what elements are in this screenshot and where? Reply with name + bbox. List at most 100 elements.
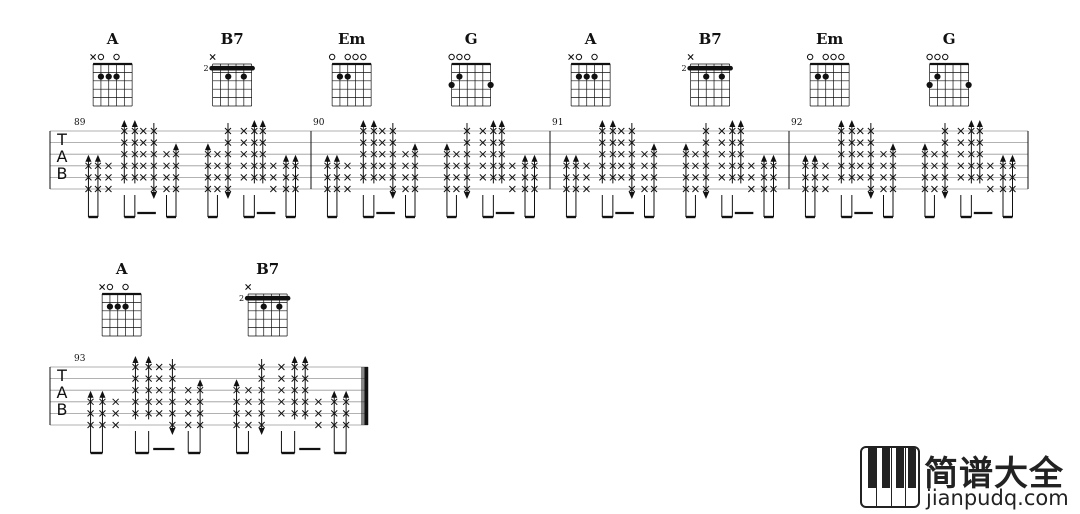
strum-note-x bbox=[330, 398, 338, 406]
strum-note-x bbox=[131, 150, 139, 158]
strum-up-arrow bbox=[291, 356, 298, 363]
strum-note-x bbox=[999, 185, 1007, 193]
strum-up-arrow bbox=[94, 154, 101, 162]
strum-note-x bbox=[628, 162, 636, 170]
chord-finger-dot bbox=[113, 73, 120, 80]
strum-note-x bbox=[531, 185, 538, 193]
strum-up-arrow bbox=[682, 143, 689, 151]
strum-up-arrow bbox=[360, 120, 367, 127]
strum-up-arrow bbox=[99, 390, 106, 398]
strum-note-x bbox=[976, 174, 984, 181]
strum-note-x bbox=[702, 174, 710, 181]
strum-down-arrow bbox=[169, 428, 176, 435]
chord-finger-dot bbox=[97, 73, 105, 80]
strum-group bbox=[921, 120, 1016, 219]
strum-note-x bbox=[443, 185, 451, 193]
muted-note-x bbox=[269, 174, 277, 181]
strum-up-arrow bbox=[838, 120, 845, 127]
muted-note-x bbox=[214, 185, 221, 193]
strum-note-x bbox=[301, 386, 309, 394]
open-string-marker bbox=[456, 53, 463, 61]
strum-note-x bbox=[132, 363, 139, 371]
open-string-marker bbox=[822, 53, 829, 61]
chord-finger-dot bbox=[276, 303, 283, 310]
strum-note-x bbox=[802, 162, 809, 170]
muted-note-x bbox=[822, 174, 829, 181]
chord-diagram-g: G bbox=[448, 30, 494, 107]
tab-clef-letter-b: B bbox=[57, 164, 68, 183]
strum-note-x bbox=[120, 162, 128, 170]
muted-note-x bbox=[278, 363, 285, 371]
chord-finger-dot bbox=[105, 73, 112, 80]
strum-up-arrow bbox=[802, 154, 809, 162]
strum-up-arrow bbox=[522, 154, 529, 162]
strum-up-arrow bbox=[968, 120, 975, 127]
muted-note-x bbox=[402, 150, 409, 158]
strum-up-arrow bbox=[811, 154, 818, 162]
strum-note-x bbox=[370, 139, 378, 146]
muted-note-x bbox=[986, 162, 994, 170]
strum-note-x bbox=[682, 185, 690, 193]
chord-finger-dot bbox=[344, 73, 351, 80]
strum-note-x bbox=[120, 139, 128, 146]
strum-up-arrow bbox=[283, 154, 290, 162]
strum-up-arrow bbox=[890, 143, 897, 151]
strum-note-x bbox=[848, 139, 856, 146]
strum-note-x bbox=[359, 150, 367, 158]
muted-note-x bbox=[240, 139, 248, 146]
open-string-marker bbox=[838, 53, 845, 61]
strum-note-x bbox=[848, 162, 856, 170]
muted-note-x bbox=[508, 162, 516, 170]
muted-note-x bbox=[378, 150, 386, 158]
strum-note-x bbox=[941, 127, 949, 135]
muted-note-x bbox=[344, 162, 351, 170]
strum-up-arrow bbox=[131, 120, 138, 127]
strum-up-arrow bbox=[87, 390, 94, 398]
strum-note-x bbox=[282, 174, 290, 181]
strum-note-x bbox=[282, 185, 290, 193]
strum-note-x bbox=[490, 150, 497, 158]
muted-note-x bbox=[931, 162, 938, 170]
strum-up-arrow bbox=[443, 143, 450, 151]
strum-note-x bbox=[968, 174, 975, 181]
strum-note-x bbox=[291, 363, 298, 371]
muted-note-x bbox=[112, 398, 119, 406]
strum-note-x bbox=[291, 386, 298, 394]
muted-note-x bbox=[957, 150, 965, 158]
muted-note-x bbox=[139, 162, 147, 170]
strum-note-x bbox=[702, 127, 710, 135]
strum-note-x bbox=[196, 421, 204, 429]
strum-note-x bbox=[233, 421, 240, 429]
strum-note-x bbox=[737, 139, 745, 146]
site-logo: 简谱大全 jianpudq.com bbox=[860, 446, 1080, 512]
open-string-marker bbox=[806, 53, 814, 61]
strum-note-x bbox=[224, 174, 232, 181]
strum-note-x bbox=[120, 150, 128, 158]
muted-note-x bbox=[931, 174, 938, 181]
strum-note-x bbox=[301, 398, 309, 406]
open-string-marker bbox=[328, 53, 336, 61]
muted-note-x bbox=[184, 386, 192, 394]
muted-note-x bbox=[508, 174, 516, 181]
muted-note-x bbox=[402, 174, 409, 181]
muted-note-x bbox=[718, 127, 726, 135]
strum-note-x bbox=[132, 410, 139, 417]
muted-note-x bbox=[163, 174, 170, 181]
strum-group bbox=[324, 120, 419, 219]
muted-note-x bbox=[402, 185, 409, 193]
muted-note-x bbox=[479, 139, 487, 146]
muted-note-x bbox=[479, 162, 487, 170]
strum-note-x bbox=[650, 150, 658, 158]
muted-note-x bbox=[641, 185, 648, 193]
strum-up-arrow bbox=[761, 154, 768, 162]
strum-down-arrow bbox=[389, 192, 396, 199]
muted-note-x bbox=[641, 150, 648, 158]
strum-note-x bbox=[145, 363, 152, 371]
strum-note-x bbox=[443, 150, 451, 158]
strum-note-x bbox=[169, 410, 176, 417]
strum-up-arrow bbox=[599, 120, 606, 127]
strum-note-x bbox=[342, 421, 350, 429]
strum-note-x bbox=[598, 150, 606, 158]
strum-note-x bbox=[729, 139, 736, 146]
muted-note-x bbox=[479, 174, 487, 181]
